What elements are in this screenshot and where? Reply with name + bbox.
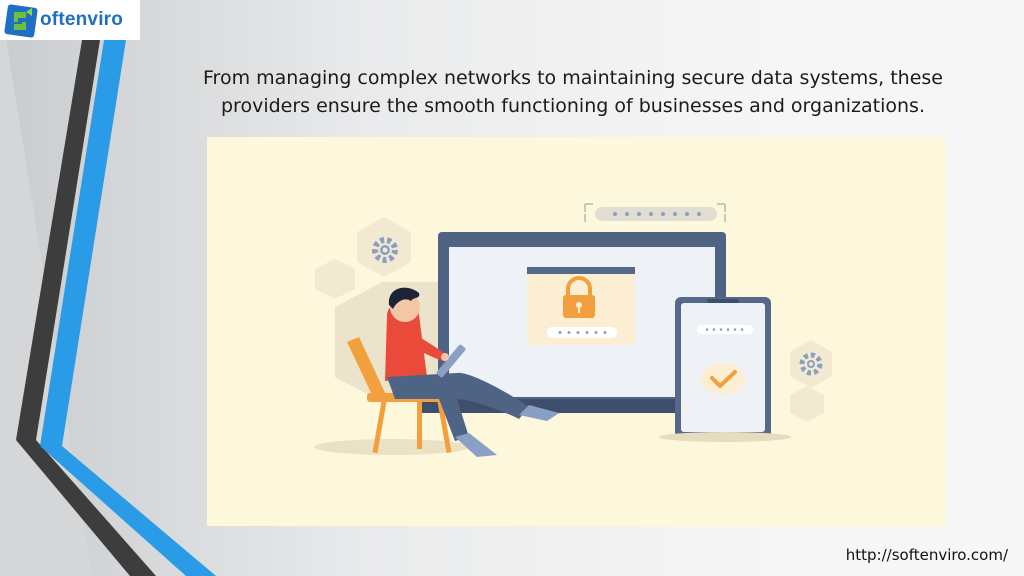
hexagon-shape (790, 386, 824, 422)
password-dots (547, 327, 617, 338)
body-text-line-1: From managing complex networks to mainta… (203, 67, 943, 89)
body-text-line-2: providers ensure the smooth functioning … (221, 95, 925, 117)
person-with-tablet (385, 287, 559, 457)
logo-text: oftenviro (40, 9, 124, 30)
footer-url-link[interactable]: http://softenviro.com/ (845, 546, 1008, 564)
padlock-icon (563, 276, 595, 318)
security-illustration (207, 137, 946, 526)
checkmark-icon (701, 363, 745, 395)
hexagon-shape (315, 259, 355, 299)
softenviro-logo-icon (4, 4, 38, 38)
gear-icon (799, 352, 823, 376)
gear-icon (372, 237, 398, 263)
brand-logo[interactable]: oftenviro (0, 0, 140, 40)
password-dots (595, 207, 717, 221)
slide-body-text: From managing complex networks to mainta… (190, 64, 956, 120)
monitor-base (419, 399, 714, 413)
